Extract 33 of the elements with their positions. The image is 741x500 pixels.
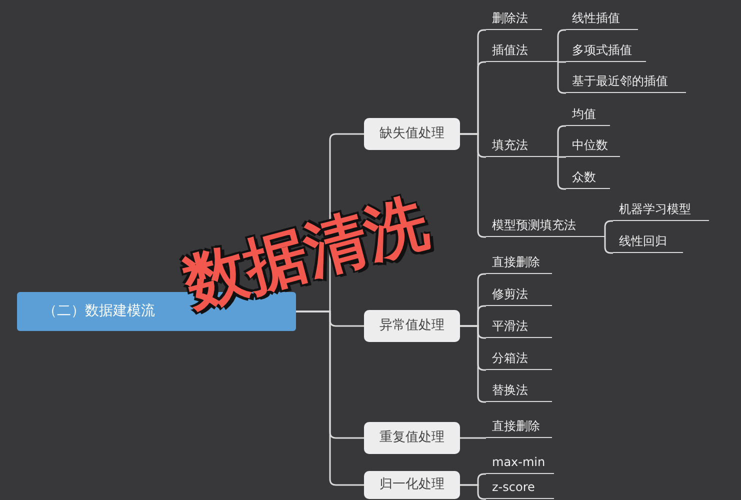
subtopic-text: 替换法 — [486, 382, 552, 402]
subtopic-text: 修剪法 — [486, 286, 552, 306]
topic-box: 重复值处理 — [364, 422, 460, 454]
subtopic-text: 直接删除 — [486, 418, 552, 438]
subtopic-text: z-score — [486, 479, 554, 499]
connector-line — [558, 61, 566, 63]
connector-line — [604, 220, 613, 238]
connector-line — [460, 484, 486, 500]
connector-line — [557, 125, 566, 158]
subtopic-text: 众数 — [566, 169, 610, 189]
connector-line — [460, 437, 486, 439]
topic-box: 归一化处理 — [364, 471, 460, 499]
connector-line — [604, 236, 613, 254]
subtopic-text: 基于最近邻的插值 — [566, 73, 686, 93]
connector-line — [557, 29, 566, 63]
subtopic-text: 均值 — [566, 106, 610, 126]
subtopic-text: 中位数 — [566, 137, 620, 157]
connector-line — [558, 156, 566, 158]
subtopic-text: 插值法 — [486, 42, 558, 62]
subtopic-text: 线性回归 — [613, 233, 683, 253]
subtopic-text: 模型预测填充法 — [486, 217, 605, 237]
subtopic-text: 直接删除 — [486, 254, 552, 274]
subtopic-text: 机器学习模型 — [613, 201, 709, 221]
subtopic-text: 填充法 — [486, 137, 558, 157]
subtopic-text: 分箱法 — [486, 350, 552, 370]
topic-box: 缺失值处理 — [364, 118, 460, 150]
connector-line — [296, 310, 364, 486]
subtopic-text: 删除法 — [486, 10, 542, 30]
subtopic-text: 平滑法 — [486, 318, 552, 338]
subtopic-text: 线性插值 — [566, 10, 638, 30]
subtopic-text: max-min — [486, 454, 554, 474]
topic-box: 异常值处理 — [364, 310, 460, 342]
subtopic-text: 多项式插值 — [566, 42, 646, 62]
